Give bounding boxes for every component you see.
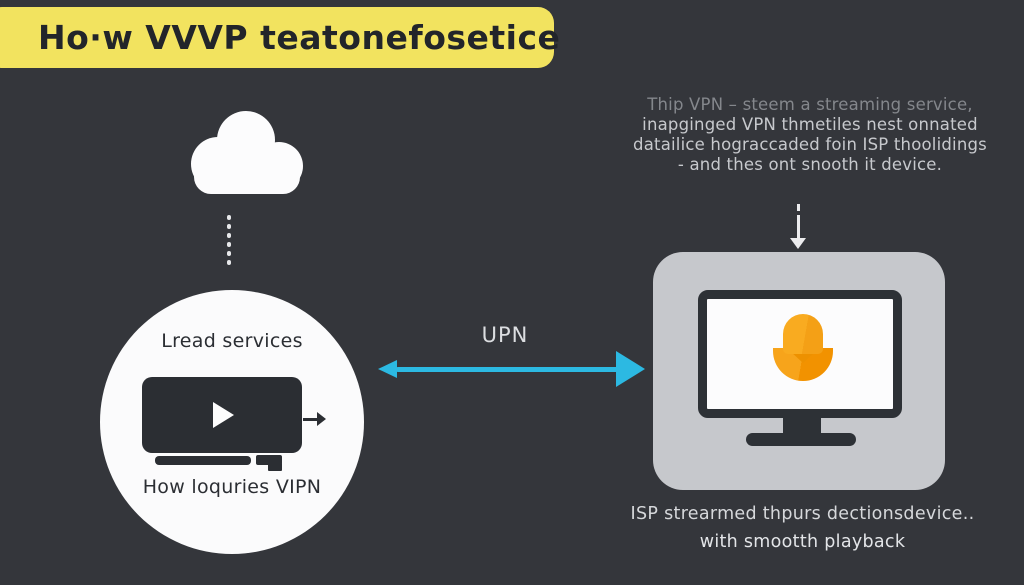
note-line: - and thes ont snooth it device. <box>677 155 943 174</box>
arrow-right-icon <box>317 412 326 426</box>
double-arrow-icon <box>396 367 618 372</box>
microphone-icon <box>790 351 816 363</box>
double-arrow-icon <box>616 351 645 387</box>
arrow-down-icon <box>797 204 800 211</box>
arrow-down-icon <box>790 238 806 249</box>
double-arrow-icon <box>378 360 397 378</box>
vpn-link-label: UPN <box>481 323 529 347</box>
microphone-icon <box>783 314 823 354</box>
title-banner: Ho·w VVVP teatonefosetice <box>0 7 560 68</box>
cloud-icon <box>180 104 312 200</box>
caption-line: with smootth playback <box>699 532 906 552</box>
dot <box>227 242 231 247</box>
remote-icon <box>256 455 282 465</box>
note-line: datailice hograccaded foin ISP thoolidin… <box>633 135 987 154</box>
page-title: Ho·w VVVP teatonefosetice <box>38 18 561 57</box>
monitor-base <box>746 433 856 446</box>
dot <box>227 224 231 229</box>
dot <box>227 251 231 256</box>
source-bottom-label: How loquries VIPN <box>142 476 322 498</box>
arrow-down-icon <box>797 215 800 239</box>
dotted-line-icon <box>227 215 231 265</box>
remote-icon <box>268 463 282 471</box>
play-icon <box>213 402 234 428</box>
note-line: inapginged VPN thmetiles nest onnated <box>642 115 978 134</box>
streaming-source-circle: Lread services How loquries VIPN <box>100 290 364 554</box>
dot <box>227 233 231 238</box>
tv-stand <box>155 456 251 465</box>
arrow-right-icon <box>303 418 318 421</box>
note-line: Thip VPN – steem a streaming service, <box>647 95 973 114</box>
caption-line: ISP strearmed thpurs dectionsdevice.. <box>630 504 975 524</box>
device-panel <box>653 252 945 490</box>
device-note: Thip VPN – steem a streaming service, in… <box>612 95 1008 175</box>
source-top-label: Lread services <box>161 330 303 352</box>
monitor-stand <box>783 417 821 435</box>
result-caption: ISP strearmed thpurs dectionsdevice.. wi… <box>610 500 995 556</box>
dot <box>227 260 231 265</box>
dot <box>227 215 231 220</box>
